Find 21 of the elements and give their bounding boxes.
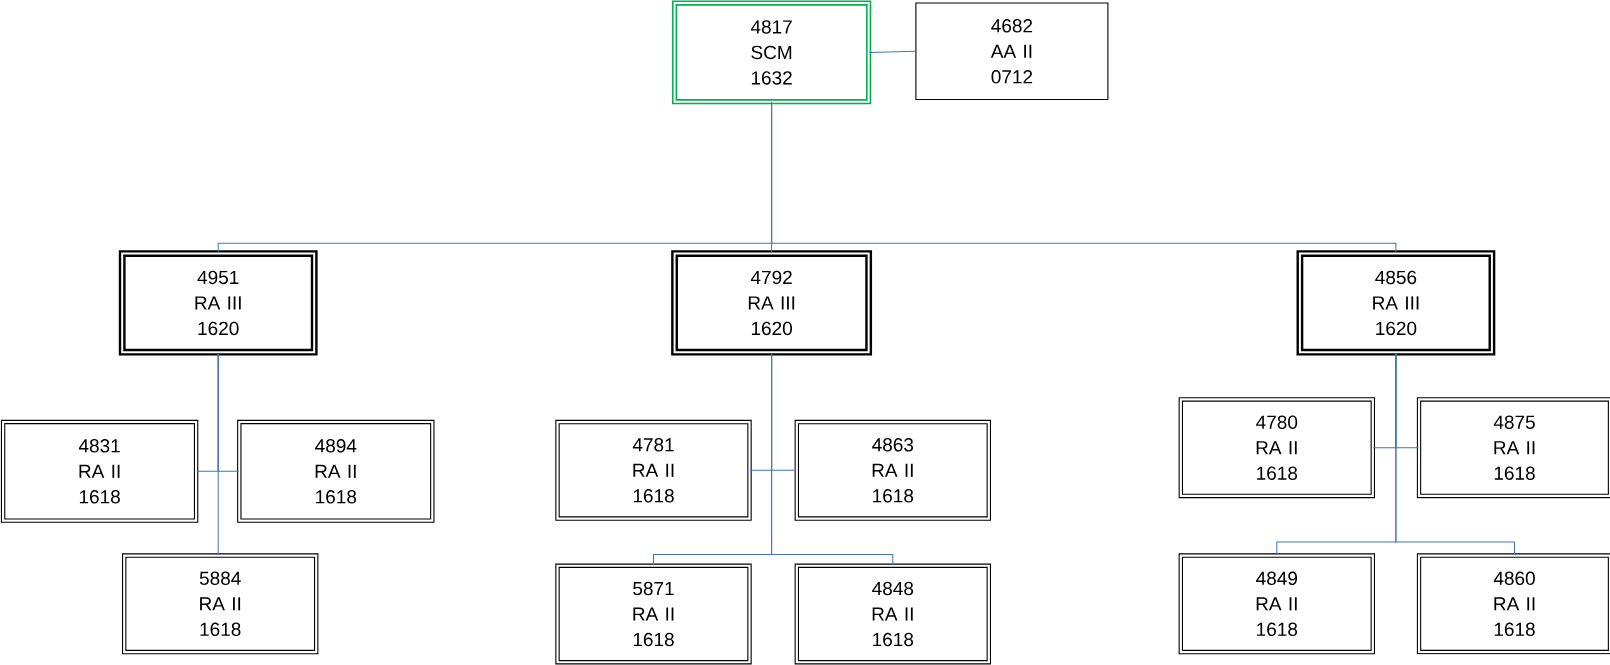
position-box: 4848 RA II 1618	[794, 563, 991, 665]
position-box: 4875 RA II 1618	[1416, 397, 1610, 499]
position-box: 4894 RA II 1618	[237, 419, 435, 523]
top-position-box: 4817 SCM 1632	[671, 0, 872, 105]
position-box: 4780 RA II 1618	[1178, 397, 1375, 499]
manager-box: 4856 RA III 1620	[1296, 250, 1496, 356]
connector-line	[1395, 352, 1515, 556]
position-box: 4849 RA II 1618	[1178, 553, 1375, 655]
position-box: 4831 RA II 1618	[0, 419, 199, 523]
connector-line	[868, 50, 916, 53]
position-box: 4682 AA II 0712	[915, 2, 1109, 101]
connector-line	[217, 352, 219, 556]
position-box: 5884 RA II 1618	[122, 553, 319, 655]
manager-box: 4951 RA III 1620	[118, 250, 318, 356]
connector-line	[771, 352, 894, 566]
connector-line	[771, 102, 1397, 253]
position-box: 4860 RA II 1618	[1416, 553, 1610, 655]
manager-box: 4792 RA III 1620	[671, 250, 873, 356]
position-box: 4863 RA II 1618	[794, 419, 991, 521]
position-box: 5871 RA II 1618	[555, 563, 752, 665]
position-box: 4781 RA II 1618	[555, 419, 752, 521]
